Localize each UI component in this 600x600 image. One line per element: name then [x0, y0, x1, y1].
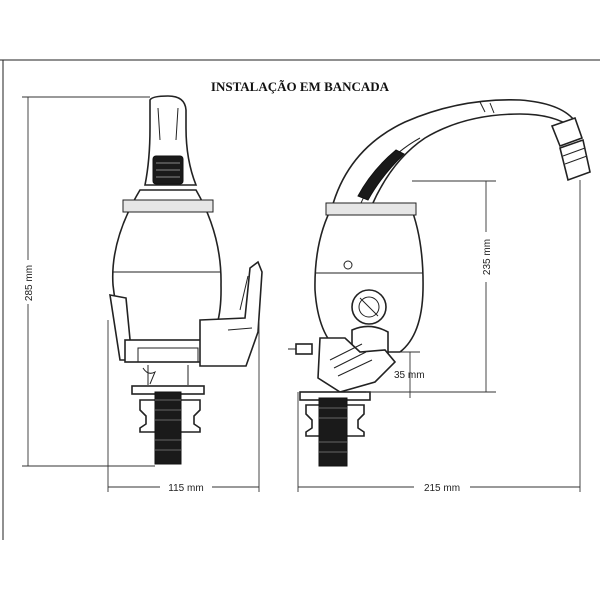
dimension-height-total: 285 mm [22, 96, 155, 467]
side-view-faucet [288, 99, 591, 467]
dimension-height-total-label: 285 mm [24, 265, 35, 301]
dimension-width-side-label: 215 mm [424, 483, 460, 494]
dimension-height-base-label: 35 mm [394, 370, 425, 381]
dimension-height-base: 35 mm [394, 351, 425, 398]
front-view-faucet [109, 95, 263, 465]
page-frame [0, 59, 600, 540]
dimension-width-front-label: 115 mm [168, 483, 203, 494]
dimension-width-side: 215 mm [297, 180, 581, 494]
dimension-height-spout-label: 235 mm [482, 239, 493, 275]
dimension-height-spout: 235 mm [366, 180, 496, 393]
dimension-width-front: 115 mm [107, 320, 260, 494]
diagram-title: INSTALAÇÃO EM BANCADA [211, 79, 390, 94]
